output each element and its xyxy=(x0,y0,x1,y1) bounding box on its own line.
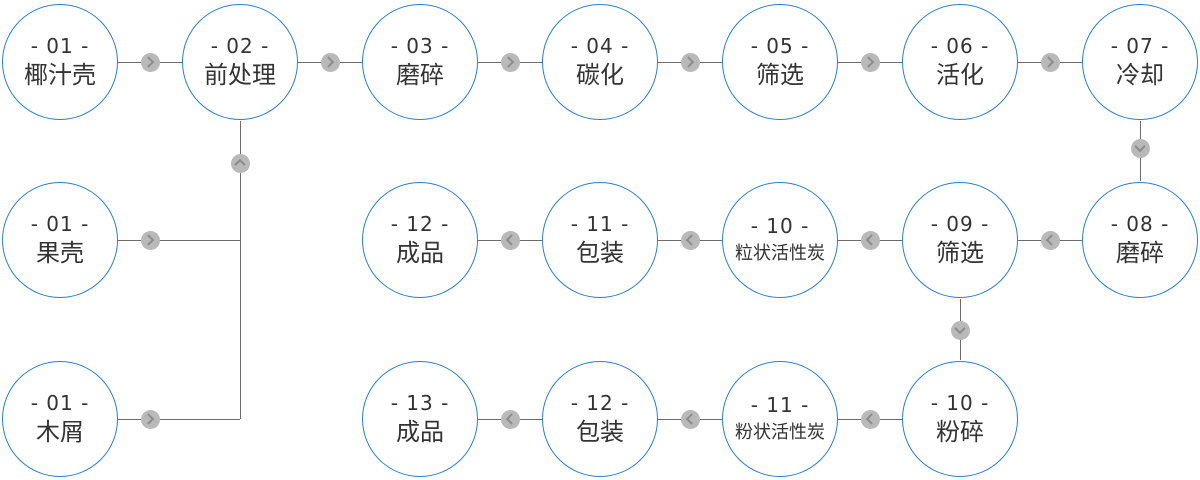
flow-node-carbonization: - 04 - 碳化 xyxy=(542,4,658,120)
step-label: 筛选 xyxy=(936,239,984,267)
step-number: - 11 - xyxy=(750,392,810,417)
flow-node-nut-shell: - 01 - 果壳 xyxy=(2,182,118,298)
arrow-badge xyxy=(1130,138,1150,158)
chevron-left-icon xyxy=(685,234,698,246)
arrow-badge xyxy=(140,230,160,250)
chevron-down-icon xyxy=(1134,140,1146,153)
step-label: 成品 xyxy=(396,418,444,446)
step-number: - 02 - xyxy=(210,34,270,58)
flow-node-activation: - 06 - 活化 xyxy=(902,4,1018,120)
step-number: - 09 - xyxy=(930,212,990,236)
step-label: 木屑 xyxy=(36,418,84,446)
horizontal-connector-line xyxy=(118,419,240,420)
chevron-right-icon xyxy=(142,234,155,246)
chevron-up-icon xyxy=(234,158,246,171)
step-label: 碳化 xyxy=(576,61,624,89)
chevron-left-icon xyxy=(1045,234,1058,246)
step-label: 粉状活性炭 xyxy=(735,421,825,443)
step-label: 粉碎 xyxy=(936,418,984,446)
flow-node-grinding-top: - 03 - 磨碎 xyxy=(362,4,478,120)
chevron-right-icon xyxy=(862,56,875,68)
step-number: - 01 - xyxy=(30,212,90,236)
chevron-right-icon xyxy=(142,56,155,68)
step-label: 磨碎 xyxy=(1116,239,1164,267)
arrow-badge xyxy=(860,230,880,250)
chevron-left-icon xyxy=(865,413,878,425)
arrow-badge xyxy=(860,52,880,72)
chevron-left-icon xyxy=(685,413,698,425)
chevron-left-icon xyxy=(865,234,878,246)
flow-node-granular-activated-carbon: - 10 - 粒状活性炭 xyxy=(722,182,838,298)
step-number: - 01 - xyxy=(30,391,90,415)
flow-node-cooling: - 07 - 冷却 xyxy=(1082,4,1198,120)
chevron-left-icon xyxy=(505,413,518,425)
step-label: 活化 xyxy=(936,61,984,89)
step-label: 包装 xyxy=(576,418,624,446)
step-label: 成品 xyxy=(396,239,444,267)
flow-node-grinding-mid: - 08 - 磨碎 xyxy=(1082,182,1198,298)
flow-node-pretreatment: - 02 - 前处理 xyxy=(182,4,298,120)
chevron-right-icon xyxy=(682,56,695,68)
arrow-badge xyxy=(500,230,520,250)
chevron-left-icon xyxy=(505,234,518,246)
step-label: 冷却 xyxy=(1116,61,1164,89)
chevron-right-icon xyxy=(1042,56,1055,68)
step-number: - 10 - xyxy=(930,391,990,415)
arrow-badge xyxy=(230,153,250,173)
flow-node-packaging-granular: - 11 - 包装 xyxy=(542,182,658,298)
step-number: - 08 - xyxy=(1110,212,1170,236)
arrow-badge xyxy=(500,409,520,429)
vertical-connector-line xyxy=(240,121,241,419)
chevron-right-icon xyxy=(142,413,155,425)
arrow-badge xyxy=(1040,52,1060,72)
flow-node-powdered-activated-carbon: - 11 - 粉状活性炭 xyxy=(722,361,838,477)
arrow-badge xyxy=(950,320,970,340)
flow-node-finished-product-powder: - 13 - 成品 xyxy=(362,361,478,477)
arrow-badge xyxy=(140,52,160,72)
step-number: - 03 - xyxy=(390,34,450,58)
arrow-badge xyxy=(860,409,880,429)
chevron-right-icon xyxy=(502,56,515,68)
step-label: 椰汁壳 xyxy=(24,61,96,89)
step-label: 磨碎 xyxy=(396,61,444,89)
step-label: 前处理 xyxy=(204,61,276,89)
chevron-right-icon xyxy=(322,56,335,68)
flow-node-screening-top: - 05 - 筛选 xyxy=(722,4,838,120)
flow-node-coconut-shell: - 01 - 椰汁壳 xyxy=(2,4,118,120)
step-number: - 10 - xyxy=(750,213,810,238)
step-label: 果壳 xyxy=(36,239,84,267)
step-label: 包装 xyxy=(576,239,624,267)
step-label: 粒状活性炭 xyxy=(735,242,825,264)
step-number: - 11 - xyxy=(570,212,630,236)
step-number: - 12 - xyxy=(390,212,450,236)
chevron-down-icon xyxy=(954,322,966,335)
flow-node-packaging-powder: - 12 - 包装 xyxy=(542,361,658,477)
arrow-badge xyxy=(680,52,700,72)
step-number: - 05 - xyxy=(750,34,810,58)
horizontal-connector-line xyxy=(118,240,240,241)
arrow-badge xyxy=(140,409,160,429)
flow-node-screening-mid: - 09 - 筛选 xyxy=(902,182,1018,298)
arrow-badge xyxy=(680,409,700,429)
arrow-badge xyxy=(1040,230,1060,250)
step-number: - 13 - xyxy=(390,391,450,415)
arrow-badge xyxy=(320,52,340,72)
step-number: - 04 - xyxy=(570,34,630,58)
arrow-badge xyxy=(680,230,700,250)
arrow-badge xyxy=(500,52,520,72)
flow-node-finished-product-granular: - 12 - 成品 xyxy=(362,182,478,298)
step-number: - 06 - xyxy=(930,34,990,58)
step-number: - 07 - xyxy=(1110,34,1170,58)
step-number: - 12 - xyxy=(570,391,630,415)
flow-node-sawdust: - 01 - 木屑 xyxy=(2,361,118,477)
flow-node-pulverizing: - 10 - 粉碎 xyxy=(902,361,1018,477)
step-number: - 01 - xyxy=(30,34,90,58)
step-label: 筛选 xyxy=(756,61,804,89)
